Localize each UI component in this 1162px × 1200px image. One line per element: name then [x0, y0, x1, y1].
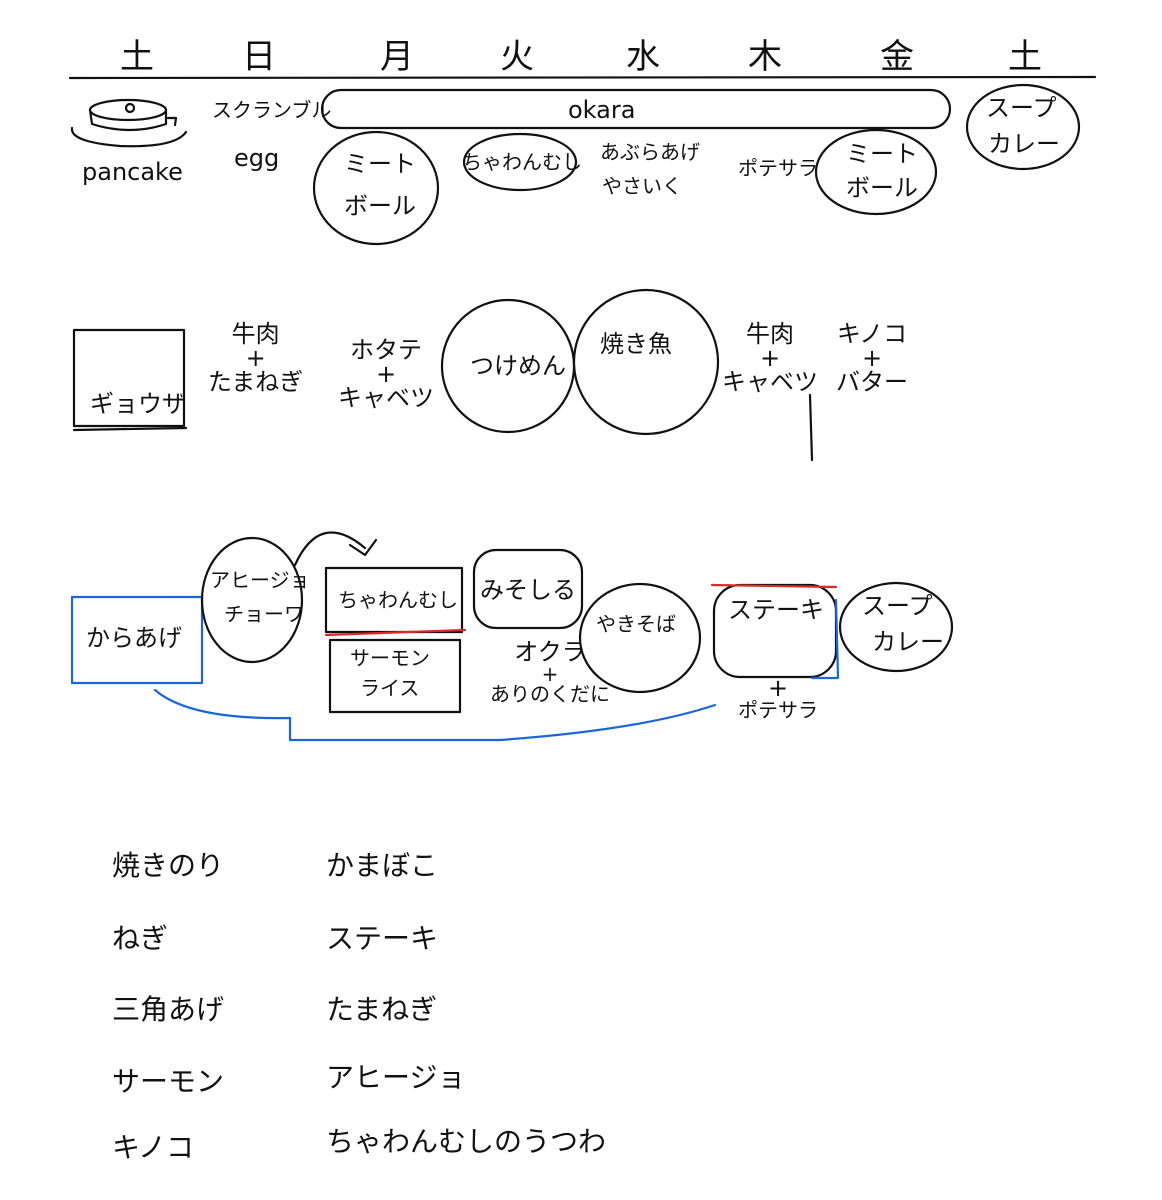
aburaage-label-1: あぶらあげ — [600, 140, 700, 164]
salmon-label-2: ライス — [360, 676, 420, 700]
kinoko-stack: キノコ + バター — [836, 322, 908, 394]
okazu-line-2: + — [541, 662, 559, 686]
arrow — [293, 531, 378, 567]
day-tue: 火 — [500, 37, 534, 77]
scrambled-label-2: egg — [234, 144, 280, 172]
yakisoba-label: やきそば — [596, 612, 676, 636]
gyuniku1-line-2: + — [245, 344, 266, 372]
soupcurry2-circle — [838, 581, 954, 673]
shopping-left-5: キノコ — [112, 1131, 195, 1164]
gyoza-label: ギョウザ — [90, 390, 186, 418]
gyuniku1-line-3: たまねぎ — [208, 368, 304, 396]
okara-bubble — [320, 88, 952, 130]
gyuniku1-stack: 牛肉 + たまねぎ — [208, 322, 303, 394]
misoshiru-box — [472, 548, 584, 630]
salmon-box — [328, 638, 462, 714]
shopping-left-1: 焼きのり — [112, 849, 225, 882]
ahijo-label-2: チョーワ — [224, 602, 304, 626]
ahijo-circle — [200, 536, 304, 664]
tsukemen-label: つけめん — [470, 352, 566, 380]
gyuniku2-line-2: + — [759, 344, 781, 372]
okazu-stack: オクラ + ありのくだに — [490, 640, 610, 704]
potesara3-line-1: + — [767, 674, 789, 702]
hotate-line-3: キャベツ — [338, 384, 434, 412]
meatball-fri-label-1: ミート — [846, 140, 918, 168]
misoshiru-label: みそしる — [480, 576, 576, 604]
chawanmushi-circle — [462, 132, 578, 192]
blue-bracket — [153, 688, 717, 742]
day-sat2: 土 — [1008, 37, 1042, 77]
shopping-right-1: かまぼこ — [326, 849, 439, 882]
soupcurry3-label-2: カレー — [872, 628, 944, 656]
pancake-label: pancake — [82, 158, 183, 186]
day-mon: 月 — [380, 37, 414, 77]
soupcurry-label-1: スープ — [986, 94, 1057, 122]
shopping-left-4: サーモン — [112, 1065, 225, 1098]
kinoko-line-2: + — [861, 344, 883, 372]
meatball-mon-circle — [312, 130, 440, 246]
day-fri: 金 — [880, 37, 914, 77]
gyuniku2-stack: 牛肉 + キャベツ — [722, 322, 818, 394]
yakizakana-label: 焼き魚 — [600, 330, 672, 358]
shopping-right-5: ちゃわんむしのうつわ — [326, 1125, 607, 1158]
okazu-line-1: オクラ — [514, 638, 586, 666]
shopping-right-3: たまねぎ — [326, 993, 438, 1026]
gyuniku1-line-1: 牛肉 — [231, 320, 280, 348]
karaage-label: からあげ — [86, 624, 182, 652]
okazu-line-3: ありのくだに — [490, 682, 610, 706]
header-line — [68, 75, 1097, 80]
salmon-label-1: サーモン — [350, 646, 430, 670]
day-wed: 水 — [626, 37, 660, 77]
meatball-mon-label-2: ボール — [344, 192, 416, 220]
day-sun: 日 — [242, 37, 276, 77]
ahijo-label-1: アヒージョ — [210, 568, 310, 592]
gyoza-box — [72, 328, 186, 428]
shopping-right-4: アヒージョ — [326, 1061, 466, 1094]
soupcurry-circle — [965, 83, 1081, 171]
yakizakana-circle — [572, 288, 720, 436]
shopping-right-2: ステーキ — [326, 922, 439, 955]
kinoko-line-1: キノコ — [836, 320, 908, 348]
hotate-stack: ホタテ + キャベツ — [338, 338, 434, 410]
hotate-line-2: + — [375, 360, 397, 388]
yakisoba-circle — [578, 582, 702, 694]
potesara3-stack: + ポテサラ — [738, 676, 818, 720]
day-thu: 木 — [748, 37, 782, 77]
meatball-fri-label-2: ボール — [846, 174, 918, 202]
meatball-fri-circle — [814, 128, 938, 216]
soupcurry-label-2: カレー — [988, 130, 1060, 158]
pancake-drawing — [70, 98, 188, 148]
hotate-line-1: ホタテ — [350, 336, 422, 364]
steak-label: ステーキ — [728, 596, 824, 624]
gyuniku2-line-1: 牛肉 — [746, 320, 794, 348]
soupcurry3-label-1: スープ — [862, 592, 933, 620]
shopping-left-2: ねぎ — [112, 922, 169, 955]
gyuniku2-line-3: キャベツ — [722, 368, 818, 396]
meatball-mon-label-1: ミート — [344, 150, 416, 178]
karaage-box — [70, 595, 204, 685]
shopping-left-3: 三角あげ — [112, 993, 225, 1026]
chawanmushi-label: ちゃわんむし — [462, 150, 582, 174]
day-sat: 土 — [120, 37, 154, 77]
scrambled-label-1: スクランブル — [212, 98, 332, 122]
potesara3-line-2: ポテサラ — [738, 698, 818, 722]
kinoko-line-3: バター — [836, 368, 908, 396]
chawanmushi3-label: ちゃわんむし — [338, 588, 458, 612]
aburaage-label-2: やさいく — [602, 174, 682, 198]
potesara-label: ポテサラ — [738, 156, 818, 180]
okara-label: okara — [568, 96, 636, 124]
